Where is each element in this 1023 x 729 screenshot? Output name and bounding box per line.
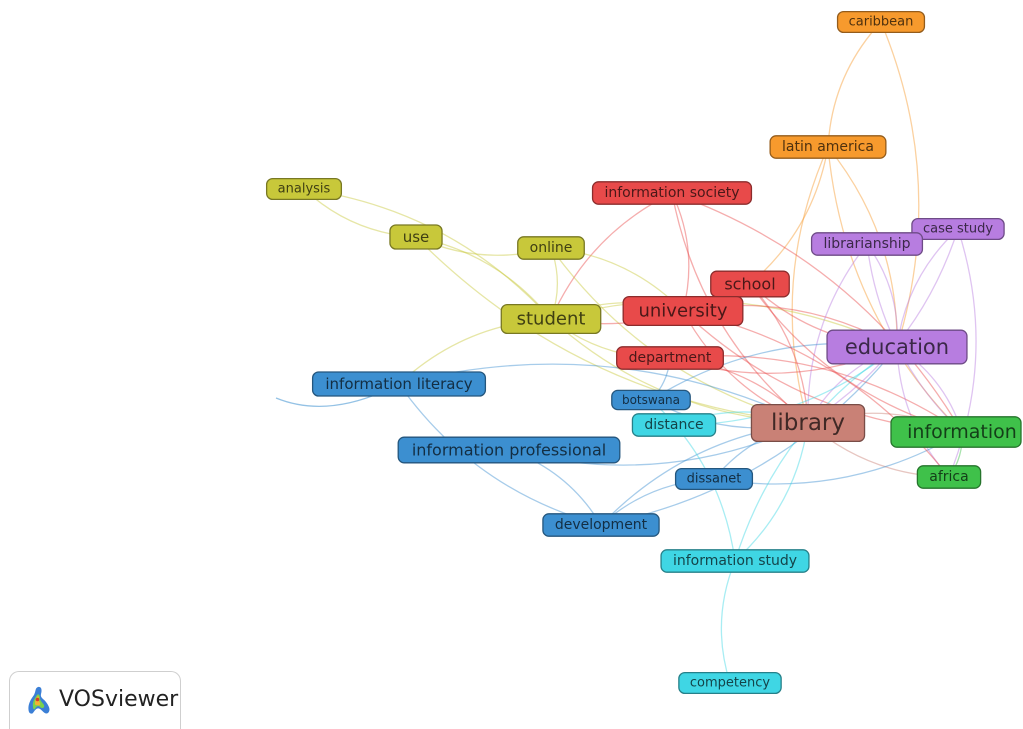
node-label-student: student bbox=[517, 309, 586, 330]
node-caribbean[interactable]: caribbean bbox=[836, 10, 926, 34]
node-box-information-professional bbox=[397, 436, 621, 464]
vosviewer-logo-icon bbox=[28, 686, 50, 714]
node-label-education: education bbox=[845, 335, 949, 359]
node-box-student bbox=[500, 303, 602, 335]
node-box-botswana bbox=[611, 389, 691, 411]
node-label-distance: distance bbox=[644, 417, 703, 433]
node-label-librarianship: librarianship bbox=[823, 236, 910, 252]
node-box-distance bbox=[631, 413, 717, 437]
link-information-study-library bbox=[734, 422, 809, 562]
node-label-information-society: information society bbox=[604, 185, 739, 201]
link-latin-america-information bbox=[827, 146, 963, 433]
node-label-information-literacy: information literacy bbox=[325, 375, 472, 393]
node-label-caribbean: caribbean bbox=[849, 15, 914, 30]
node-library[interactable]: library bbox=[750, 403, 866, 443]
node-label-information: information bbox=[907, 421, 1017, 443]
node-analysis[interactable]: analysis bbox=[265, 177, 343, 201]
node-online[interactable]: online bbox=[517, 236, 585, 260]
node-case-study[interactable]: case study bbox=[911, 217, 1005, 241]
node-box-latin-america bbox=[769, 135, 887, 159]
link-information-society-university bbox=[671, 192, 690, 312]
node-label-online: online bbox=[530, 240, 573, 256]
node-label-africa: africa bbox=[929, 469, 968, 485]
node-box-development bbox=[542, 513, 660, 537]
node-label-dissanet: dissanet bbox=[687, 472, 742, 487]
link-latin-america-library bbox=[791, 146, 829, 424]
node-label-library: library bbox=[771, 410, 845, 436]
node-label-case-study: case study bbox=[923, 222, 993, 237]
node-information-literacy[interactable]: information literacy bbox=[311, 371, 487, 397]
node-label-school: school bbox=[724, 275, 775, 294]
node-student[interactable]: student bbox=[500, 303, 602, 335]
node-box-school bbox=[710, 270, 790, 298]
node-label-development: development bbox=[555, 517, 648, 533]
node-latin-america[interactable]: latin america bbox=[769, 135, 887, 159]
node-box-caribbean bbox=[836, 10, 926, 34]
link-caribbean-latin-america bbox=[827, 21, 882, 148]
node-department[interactable]: department bbox=[616, 346, 724, 370]
link-case-study-library bbox=[807, 228, 959, 424]
node-box-librarianship bbox=[810, 232, 924, 256]
node-box-online bbox=[517, 236, 585, 260]
node-label-botswana: botswana bbox=[622, 393, 680, 407]
node-box-information-literacy bbox=[311, 371, 487, 397]
node-university[interactable]: university bbox=[622, 295, 744, 327]
node-information[interactable]: information bbox=[890, 416, 1022, 448]
link-competency-information-study bbox=[720, 560, 736, 684]
node-box-education bbox=[826, 329, 968, 365]
node-box-analysis bbox=[265, 177, 343, 201]
node-label-department: department bbox=[629, 350, 712, 366]
link-caribbean-education bbox=[880, 21, 920, 348]
node-information-study[interactable]: information study bbox=[660, 549, 810, 573]
vosviewer-logo-text: VOSviewer bbox=[59, 687, 179, 712]
link-information-society-information bbox=[671, 192, 963, 433]
node-label-university: university bbox=[638, 301, 727, 322]
node-information-society[interactable]: information society bbox=[591, 181, 753, 205]
nodes-layer: caribbean latin america information societ… bbox=[265, 10, 1022, 695]
node-competency[interactable]: competency bbox=[678, 671, 782, 695]
node-box-competency bbox=[678, 671, 782, 695]
node-information-professional[interactable]: information professional bbox=[397, 436, 621, 464]
node-box-information-society bbox=[591, 181, 753, 205]
node-label-competency: competency bbox=[690, 676, 770, 691]
node-box-information-study bbox=[660, 549, 810, 573]
link-use-library bbox=[415, 236, 809, 424]
node-development[interactable]: development bbox=[542, 513, 660, 537]
node-label-information-study: information study bbox=[673, 553, 797, 569]
node-box-dissanet bbox=[674, 467, 754, 491]
link-information-study-education bbox=[734, 346, 898, 562]
node-label-analysis: analysis bbox=[278, 182, 331, 197]
node-box-case-study bbox=[911, 217, 1005, 241]
node-box-department bbox=[616, 346, 724, 370]
node-label-latin-america: latin america bbox=[782, 139, 874, 155]
node-box-use bbox=[389, 224, 443, 250]
node-box-information bbox=[890, 416, 1022, 448]
node-use[interactable]: use bbox=[389, 224, 443, 250]
node-label-information-professional: information professional bbox=[412, 441, 606, 460]
node-box-africa bbox=[916, 465, 982, 489]
link-librarianship-library bbox=[807, 243, 868, 424]
node-dissanet[interactable]: dissanet bbox=[674, 467, 754, 491]
node-librarianship[interactable]: librarianship bbox=[810, 232, 924, 256]
node-education[interactable]: education bbox=[826, 329, 968, 365]
node-africa[interactable]: africa bbox=[916, 465, 982, 489]
node-school[interactable]: school bbox=[710, 270, 790, 298]
node-distance[interactable]: distance bbox=[631, 413, 717, 437]
node-label-use: use bbox=[403, 228, 430, 246]
link-latin-america-school bbox=[749, 146, 829, 285]
node-botswana[interactable]: botswana bbox=[611, 389, 691, 411]
vosviewer-logo: VOSviewer bbox=[9, 671, 181, 729]
node-box-university bbox=[622, 295, 744, 327]
node-box-library bbox=[750, 403, 866, 443]
